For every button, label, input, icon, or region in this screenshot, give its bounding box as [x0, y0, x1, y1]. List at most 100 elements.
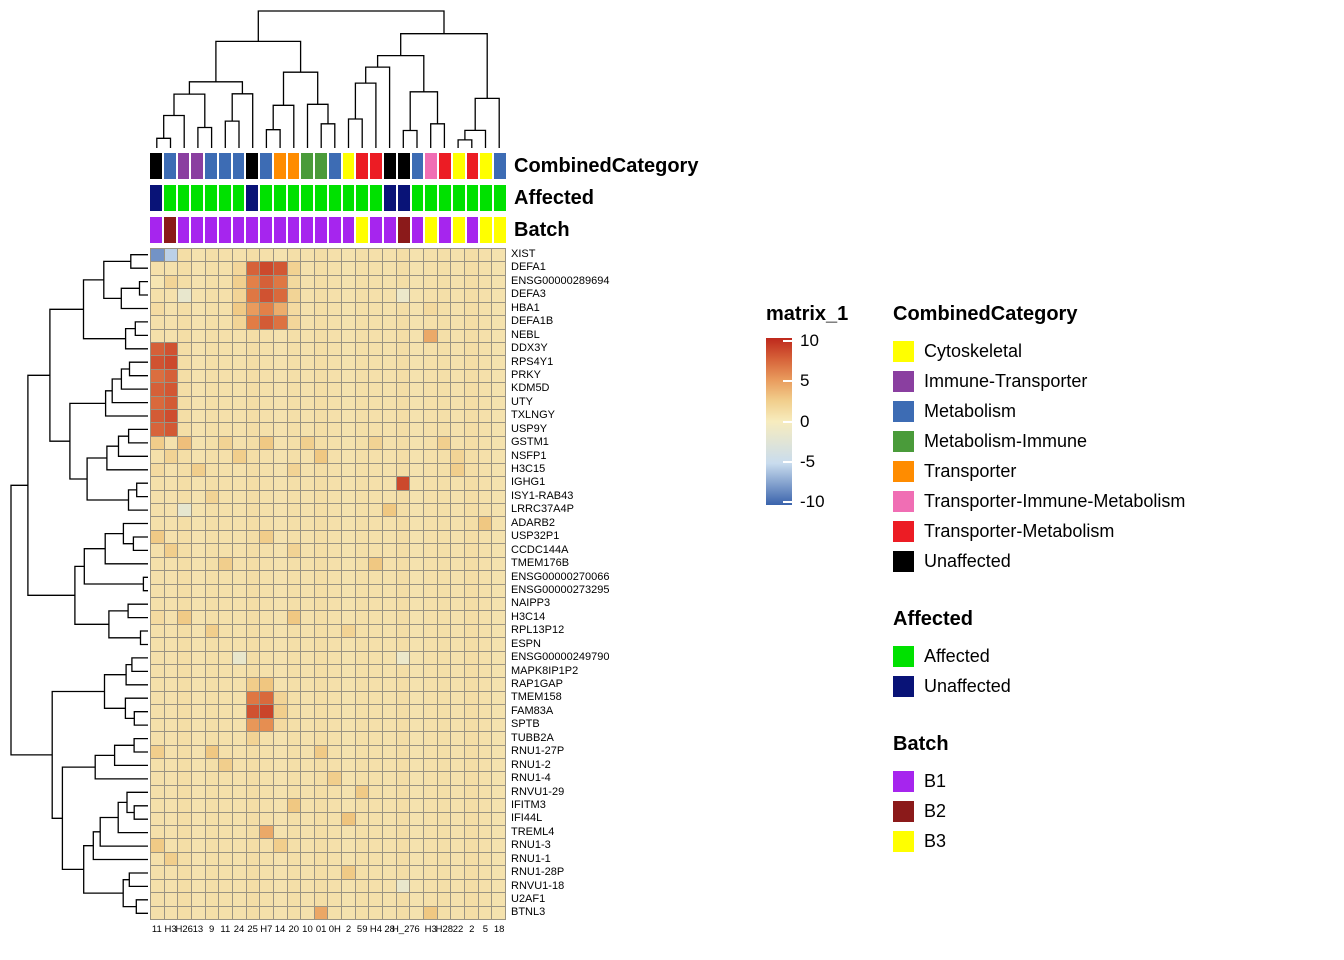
heatmap-cell — [205, 369, 219, 383]
heatmap-cell — [273, 839, 287, 852]
heatmap-cell — [191, 718, 205, 732]
row-label: NSFP1 — [511, 449, 547, 462]
annotation-cell — [205, 153, 217, 179]
heatmap-cell — [451, 799, 465, 812]
heatmap-cell — [260, 826, 273, 839]
heatmap-cell — [287, 879, 301, 893]
row-label: RNU1-4 — [511, 772, 551, 785]
column-label: 13 — [192, 924, 204, 935]
heatmap-cell — [314, 557, 328, 571]
heatmap-cell — [328, 651, 342, 665]
heatmap-cell — [246, 463, 260, 477]
heatmap-cell — [205, 758, 219, 772]
heatmap-cell — [451, 289, 465, 302]
heatmap-cell — [314, 289, 328, 302]
heatmap-cell — [314, 665, 328, 678]
annotation-bar-affected — [150, 185, 506, 211]
heatmap-cell — [246, 866, 260, 879]
heatmap-cell — [151, 758, 164, 772]
heatmap-cell — [478, 383, 492, 396]
heatmap-cell — [424, 745, 437, 758]
annotation-cell — [218, 153, 231, 179]
heatmap-cell — [205, 249, 219, 262]
heatmap-cell — [232, 852, 246, 866]
heatmap-cell — [492, 691, 505, 705]
heatmap-cell — [314, 450, 328, 463]
heatmap-cell — [273, 866, 287, 879]
heatmap-cell — [396, 839, 410, 852]
heatmap-cell — [451, 503, 465, 517]
row-label: KDM5D — [511, 382, 550, 395]
row-label: U2AF1 — [511, 893, 546, 905]
heatmap-cell — [465, 651, 478, 665]
heatmap-cell — [369, 517, 383, 530]
heatmap-cell — [191, 705, 205, 718]
heatmap-cell — [178, 812, 191, 826]
heatmap-cell — [287, 557, 301, 571]
heatmap-cell — [232, 718, 246, 732]
heatmap-cell — [369, 490, 383, 503]
heatmap-cell — [164, 490, 178, 503]
heatmap-cell — [232, 410, 246, 423]
heatmap-cell — [437, 302, 451, 316]
heatmap-cell — [383, 638, 396, 651]
heatmap-cell — [260, 852, 273, 866]
heatmap-cell — [369, 262, 383, 275]
heatmap-cell — [465, 571, 478, 584]
heatmap-cell — [191, 530, 205, 544]
row-label: DEFA1B — [511, 315, 554, 328]
heatmap-cell — [410, 839, 424, 852]
heatmap-cell — [437, 329, 451, 342]
heatmap-cell — [301, 249, 314, 262]
heatmap-cell — [396, 557, 410, 571]
heatmap-cell — [191, 852, 205, 866]
heatmap-cell — [191, 826, 205, 839]
heatmap-cell — [328, 597, 342, 611]
heatmap-cell — [437, 423, 451, 436]
heatmap-cell — [151, 369, 164, 383]
annotation-cell — [150, 153, 162, 179]
heatmap-cell — [478, 758, 492, 772]
heatmap-cell — [273, 356, 287, 369]
heatmap-cell — [232, 705, 246, 718]
legend-item: Metabolism — [893, 401, 1185, 422]
heatmap-cell — [301, 275, 314, 289]
heatmap-cell — [383, 732, 396, 745]
heatmap-cell — [260, 718, 273, 732]
heatmap-cell — [178, 571, 191, 584]
heatmap-cell — [164, 329, 178, 342]
heatmap-cell — [328, 302, 342, 316]
heatmap-cell — [260, 651, 273, 665]
heatmap-cell — [191, 410, 205, 423]
annotation-cell — [260, 185, 272, 211]
heatmap-cell — [151, 571, 164, 584]
heatmap-cell — [301, 758, 314, 772]
heatmap-cell — [383, 772, 396, 785]
heatmap-cell — [355, 410, 369, 423]
heatmap-cell — [437, 705, 451, 718]
heatmap-cell — [396, 732, 410, 745]
heatmap-cell — [424, 329, 437, 342]
heatmap-cell — [396, 584, 410, 597]
heatmap-cell — [451, 826, 465, 839]
legend-item: Transporter — [893, 461, 1185, 482]
heatmap-cell — [314, 342, 328, 356]
row-label: RPL13P12 — [511, 624, 565, 637]
heatmap-cell — [451, 369, 465, 383]
row-label: TMEM158 — [511, 691, 562, 704]
heatmap-cell — [246, 477, 260, 490]
heatmap-cell — [465, 758, 478, 772]
heatmap-cell — [342, 503, 355, 517]
row-label: SPTB — [511, 718, 540, 731]
heatmap-cell — [383, 530, 396, 544]
annotation-cell — [480, 153, 493, 179]
heatmap-cell — [273, 544, 287, 557]
heatmap-cell — [451, 316, 465, 329]
heatmap-cell — [151, 852, 164, 866]
heatmap-cell — [355, 517, 369, 530]
heatmap-cell — [287, 383, 301, 396]
heatmap-cell — [342, 571, 355, 584]
heatmap-cell — [355, 799, 369, 812]
heatmap-cell — [342, 275, 355, 289]
